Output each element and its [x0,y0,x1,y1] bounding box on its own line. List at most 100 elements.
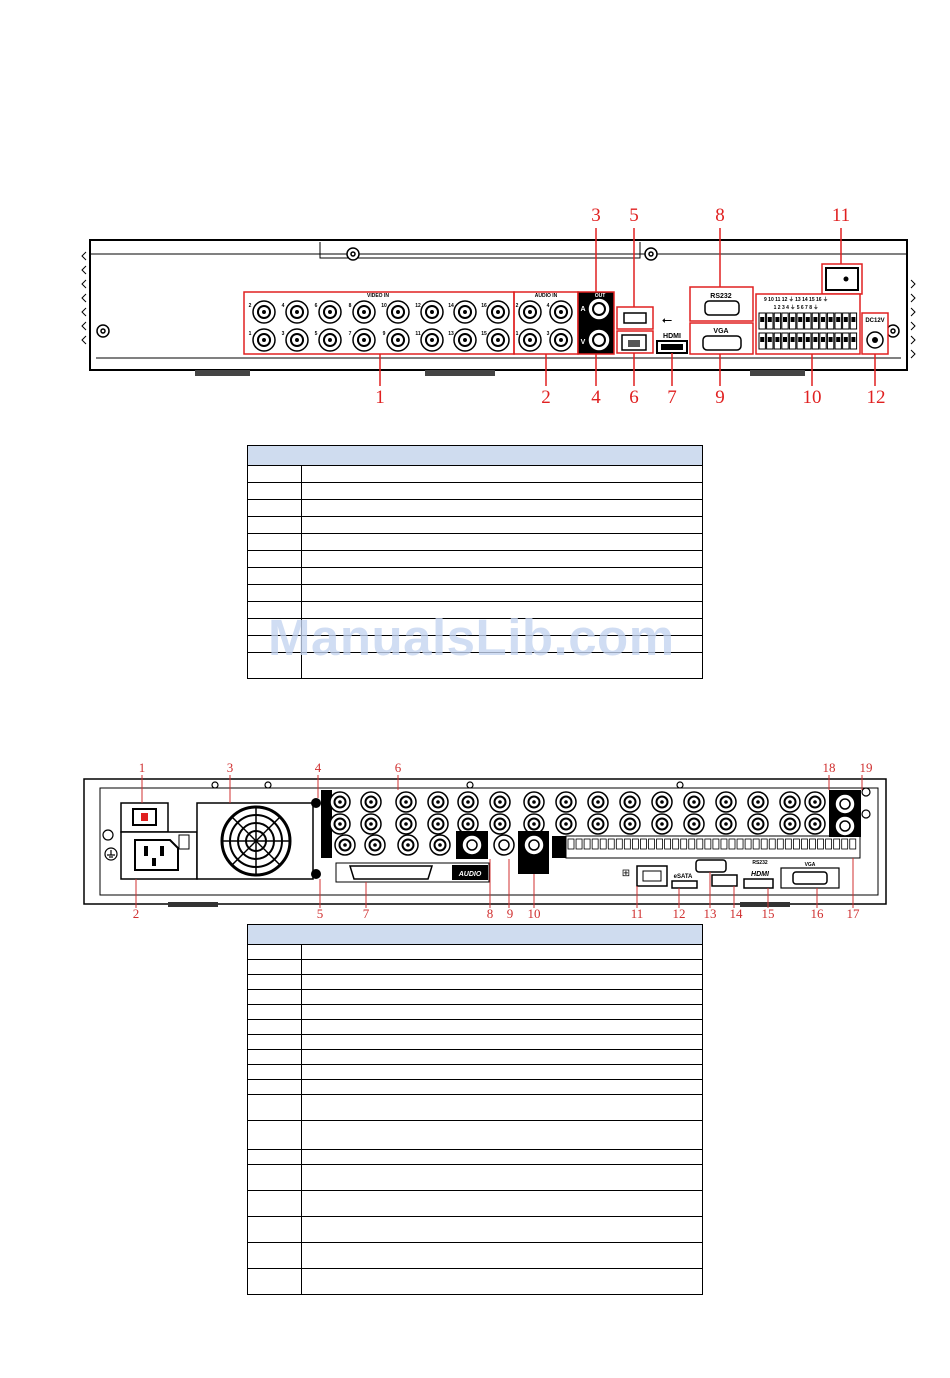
channel-number: 8 [349,303,352,309]
table-cell [247,1079,302,1095]
channel-number: 2 [249,303,252,309]
channel-number: 16 [481,303,487,309]
rs232-port-icon [704,300,740,316]
terminal-pin [809,838,816,850]
terminal-pin [825,838,832,850]
callout-2: 2 [541,387,551,408]
callout2-7: 7 [363,906,370,921]
callout2-11: 11 [631,906,644,921]
table-row [247,516,703,534]
callout-8: 8 [715,205,725,226]
db25-connector-icon [348,865,434,880]
terminal-pin [648,838,655,850]
channel-number: 5 [315,331,318,337]
table-cell [301,1216,703,1243]
table-cell [301,1034,703,1050]
table-row [247,1190,703,1217]
svg-text:VGA: VGA [713,328,728,335]
channel-number: 2 [516,303,519,309]
table-cell [301,944,703,960]
svg-text:RS232: RS232 [752,860,768,866]
usb-symbol-icon: ⭠ [662,312,672,327]
terminal-pin [793,838,800,850]
svg-text:DC12V: DC12V [865,318,884,324]
callout2-14: 14 [730,906,744,921]
table-cell [301,1120,703,1150]
terminal-pin [583,838,591,850]
svg-text:HDMI: HDMI [663,333,681,340]
svg-text:1 2 3 4 ⏚ 5 6 7 8 ⏚: 1 2 3 4 ⏚ 5 6 7 8 ⏚ [774,304,819,311]
terminal-pin [567,838,575,850]
terminal-pin [768,838,776,850]
table-row [247,465,703,483]
callout-9: 9 [715,387,725,408]
table-cell [301,550,703,568]
table-cell [247,482,302,500]
terminal-pin [696,838,704,850]
table-cell [301,584,703,602]
terminal-pin [607,838,615,850]
callout2-17: 17 [847,906,861,921]
rear-panel-diagram-2: AUDIO ⊞ eSATA RS232 HDMI VGA [83,760,887,921]
terminal-pin [632,838,639,850]
channel-number: 9 [383,331,386,337]
table-cell [247,584,302,602]
fan-icon [220,805,292,877]
callout2-13: 13 [704,906,717,921]
table-cell [301,1079,703,1095]
table-cell [301,482,703,500]
table-row [247,1242,703,1269]
table-cell [247,1190,302,1217]
callout-12: 12 [867,387,886,408]
table-row [247,974,703,990]
terminal-pin [672,838,680,850]
table-cell [247,1004,302,1020]
channel-number: 4 [547,303,550,309]
terminal-pin [801,838,808,850]
terminal-pin [817,838,824,850]
terminal-pin [728,838,736,850]
table-cell [301,1004,703,1020]
table-row [247,1064,703,1080]
terminal-pin [752,838,760,850]
table-cell [247,1268,302,1295]
terminal-pin [760,838,768,850]
table-row [247,482,703,500]
table-cell [247,516,302,534]
rs232-port-icon-2 [695,859,727,873]
callout2-2: 2 [133,906,140,921]
terminal-pin [575,838,583,850]
table-cell [247,1094,302,1121]
table-header [247,924,703,945]
table-cell [301,1094,703,1121]
terminal-pin [776,838,784,850]
table-cell [247,1120,302,1150]
table-row [247,944,703,960]
callout-7: 7 [667,387,677,408]
table-cell [247,1034,302,1050]
channel-number: 3 [547,331,550,337]
table-row [247,989,703,1005]
terminal-pin [736,838,744,850]
callout2-4: 4 [315,760,322,775]
network-icon: ⊞ [622,868,630,879]
terminal-pin [615,838,623,850]
callout2-16: 16 [811,906,825,921]
table-cell [301,533,703,551]
callout2-10: 10 [528,906,541,921]
table-row [247,1019,703,1035]
svg-text:V: V [581,339,586,346]
table-cell [247,567,302,585]
callout2-1: 1 [139,760,146,775]
table-cell [301,1049,703,1065]
table-cell [247,1216,302,1243]
table-cell [301,499,703,517]
channel-number: 11 [415,331,421,337]
terminal-pin [841,838,849,850]
callout-11: 11 [832,205,850,226]
callout2-9: 9 [507,906,514,921]
table-cell [301,516,703,534]
table-row [247,1004,703,1020]
table-row [247,1079,703,1095]
